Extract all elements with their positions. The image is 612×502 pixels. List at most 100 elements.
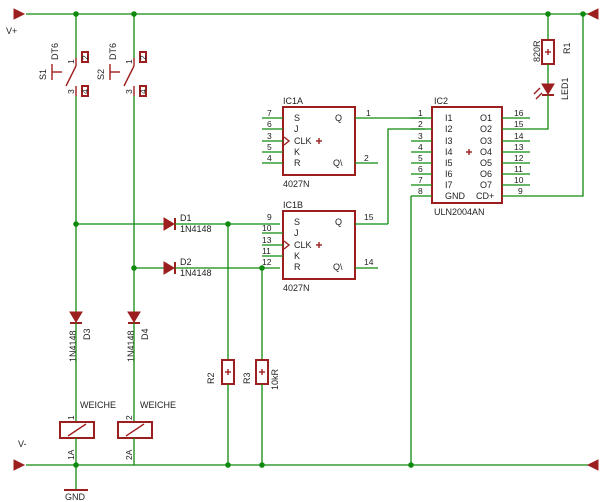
ic1a-label-k: K: [294, 147, 300, 157]
ic1a-pin-5: 5: [267, 142, 272, 152]
ic1a-label-q: Q: [335, 113, 342, 123]
coil-1: WEICHE 1 1A: [59, 400, 116, 490]
resistor-r1: R1 820R: [532, 14, 572, 84]
ic2-pin-10: 10: [514, 175, 524, 185]
switch-s1-pin2: 2: [80, 55, 90, 60]
ic1b-label-k: K: [294, 251, 300, 261]
coil-1-label: WEICHE: [80, 400, 116, 410]
coil-2: WEICHE 2 2A: [117, 400, 176, 465]
ic1b-pin-15: 15: [364, 212, 374, 222]
diode-d4-value: 1N4148: [126, 330, 136, 362]
ic1b-name: IC1B: [283, 200, 303, 210]
ic2-pin-6: 6: [418, 164, 423, 174]
switch-s2-pin4: 4: [138, 89, 148, 94]
ic2-pin-7: 7: [418, 175, 423, 185]
diode-d3-name: D3: [82, 328, 92, 340]
rail-positive-label: V+: [6, 26, 17, 36]
resistor-r1-value: 820R: [532, 40, 542, 62]
ic2-pin-14: 14: [514, 131, 524, 141]
led-1-name: LED1: [560, 77, 570, 100]
switch-s2: S2 DT6 1 2 3 4: [96, 14, 148, 312]
ic2-label-o5: O5: [480, 158, 492, 168]
switch-s1-name: S1: [38, 69, 48, 80]
ic1a-pin-1: 1: [366, 108, 371, 118]
switch-s1-pin4: 4: [80, 89, 90, 94]
ic1a-pin-2: 2: [364, 153, 369, 163]
ic2-label-i3: I3: [445, 136, 453, 146]
led-1: LED1: [530, 77, 570, 130]
switch-s2-pin2: 2: [138, 55, 148, 60]
ic2-label-o1: O1: [480, 113, 492, 123]
ic2: IC2 ULN2004AN I1 I2 I3 I4 I5 I6 I7 GND O…: [411, 96, 530, 217]
ic2-part: ULN2004AN: [434, 207, 485, 217]
ic2-label-i2: I2: [445, 124, 453, 134]
ic2-pin-16: 16: [514, 108, 524, 118]
ic1b-pin-12: 12: [262, 257, 272, 267]
ic1a-pin-4: 4: [267, 153, 272, 163]
rail-negative-label: V-: [18, 439, 27, 449]
ic2-label-i4: I4: [445, 147, 453, 157]
resistor-r3-name: R3: [242, 372, 252, 384]
diode-d1-name: D1: [180, 213, 192, 223]
ic1a-label-s: S: [294, 113, 300, 123]
ic1b-pin-10: 10: [262, 223, 272, 233]
rail-positive: V+: [6, 8, 599, 36]
switch-s2-pin3: 3: [124, 89, 134, 94]
ic1a-label-qbar: Q\: [333, 158, 343, 168]
diode-d1-value: 1N4148: [180, 224, 212, 234]
ic1b-label-j: J: [294, 228, 299, 238]
ic2-pin-1: 1: [418, 108, 423, 118]
diode-d4-name: D4: [140, 328, 150, 340]
rail-negative: V-: [13, 439, 599, 471]
ic1b-pin-11: 11: [262, 246, 271, 256]
switch-s1-pin1: 1: [66, 59, 76, 64]
ic1b-pin-13: 13: [262, 235, 272, 245]
ic2-pin-15: 15: [514, 119, 524, 129]
diode-d2-value: 1N4148: [180, 268, 212, 278]
ic1a-label-r: R: [294, 158, 301, 168]
ic2-label-o3: O3: [480, 136, 492, 146]
ic2-pin-11: 11: [514, 164, 523, 174]
coil-1-pin-top: 1: [66, 415, 76, 420]
diode-d2-name: D2: [180, 257, 192, 267]
ic2-pin-8: 8: [418, 186, 423, 196]
ic2-label-i7: I7: [445, 180, 453, 190]
switch-s1-type: DT6: [50, 43, 60, 60]
ic2-pin-12: 12: [514, 153, 524, 163]
ic1b-label-q: Q: [335, 217, 342, 227]
resistor-r2-name: R2: [206, 372, 216, 384]
ic2-pin-9: 9: [518, 186, 523, 196]
ic2-label-o7: O7: [480, 180, 492, 190]
ic1a-part: 4027N: [283, 179, 310, 189]
ic2-name: IC2: [434, 96, 448, 106]
ic1b-pin-9: 9: [267, 212, 272, 222]
switch-s1: S1 DT6 1 2 3 4: [38, 14, 90, 312]
ic1b-label-qbar: Q\: [333, 262, 343, 272]
ic2-pin-13: 13: [514, 142, 524, 152]
coil-2-pin-bottom: 2A: [124, 449, 134, 460]
ic1b-label-s: S: [294, 217, 300, 227]
ic2-pin-3: 3: [418, 131, 423, 141]
ic2-pin-4: 4: [418, 142, 423, 152]
switch-s1-pin3: 3: [66, 89, 76, 94]
ic1a-pin-6: 6: [267, 119, 272, 129]
diode-d3: D3 1N4148: [68, 311, 92, 422]
ic2-label-o4: O4: [480, 147, 492, 157]
ic1b-label-r: R: [294, 262, 301, 272]
resistor-r2: R2: [206, 224, 235, 465]
ic1a-pin-3: 3: [267, 131, 272, 141]
coil-2-pin-top: 2: [124, 415, 134, 420]
resistor-r3-value: 10kR: [270, 368, 280, 390]
resistor-r3: R3 10kR: [242, 268, 280, 465]
ic1a-name: IC1A: [283, 96, 303, 106]
coil-2-label: WEICHE: [140, 400, 176, 410]
ic2-label-o2: O2: [480, 124, 492, 134]
ic2-label-cd: CD+: [476, 191, 494, 201]
ic2-label-i6: I6: [445, 169, 453, 179]
ic1b-pin-14: 14: [364, 257, 374, 267]
switch-s2-pin1: 1: [124, 59, 134, 64]
ic2-label-o6: O6: [480, 169, 492, 179]
ic1b-part: 4027N: [283, 283, 310, 293]
ground-label: GND: [65, 492, 86, 502]
